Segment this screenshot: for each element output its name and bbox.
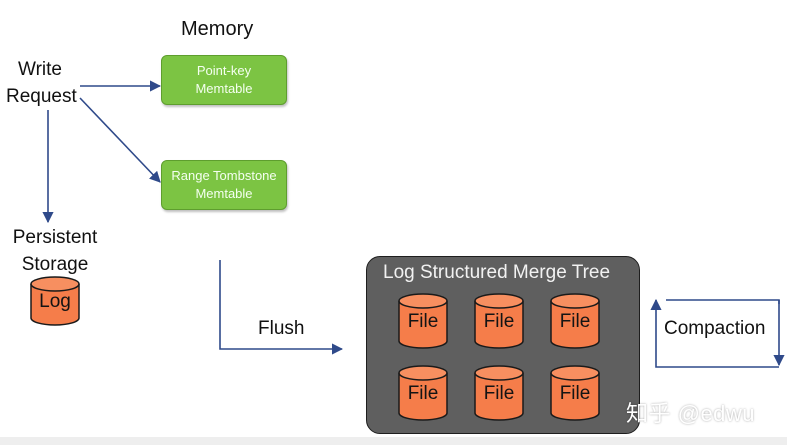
file-cylinder-icon xyxy=(550,293,600,349)
file-cylinder: File xyxy=(398,365,448,421)
lsm-tree-box: Log Structured Merge Tree File File File xyxy=(366,256,640,434)
file-label: File xyxy=(483,383,515,404)
file-cylinder-icon xyxy=(550,365,600,421)
compaction-arrow-up xyxy=(650,298,779,368)
memory-heading: Memory xyxy=(181,18,254,40)
file-cylinder-icon xyxy=(474,365,524,421)
file-cylinder: File xyxy=(550,293,600,349)
file-cylinder: File xyxy=(398,293,448,349)
write-request-label: Write Request xyxy=(6,56,77,110)
persistent-storage-label: Persistent Storage xyxy=(6,224,104,278)
file-cylinder-icon xyxy=(398,293,448,349)
bottom-strip xyxy=(0,437,787,445)
point-key-memtable-line-1: Point-key xyxy=(196,63,252,78)
flush-label: Flush xyxy=(258,318,305,339)
persistent-storage-line-1: Persistent xyxy=(12,227,98,248)
compaction-loop-top xyxy=(666,299,780,304)
point-key-memtable-line-2: Memtable xyxy=(195,81,253,96)
point-key-memtable-box: Point-key Memtable xyxy=(161,55,287,105)
file-cylinder: File xyxy=(474,365,524,421)
file-cylinder: File xyxy=(550,365,600,421)
range-tombstone-memtable-line-2: Memtable xyxy=(195,186,253,201)
log-label: Log xyxy=(39,291,71,312)
compaction-label: Compaction xyxy=(664,318,766,339)
range-tombstone-memtable-line-1: Range Tombstone xyxy=(171,168,277,183)
file-label: File xyxy=(559,311,591,332)
file-label: File xyxy=(407,383,439,404)
watermark: 知乎 @edwu xyxy=(626,401,756,426)
file-label: File xyxy=(559,383,591,404)
file-cylinder: File xyxy=(474,293,524,349)
file-label: File xyxy=(407,311,439,332)
log-cylinder-icon xyxy=(30,276,80,326)
write-request-line-1: Write xyxy=(18,59,62,80)
lsm-tree-title: Log Structured Merge Tree xyxy=(383,262,611,283)
log-cylinder: Log xyxy=(30,276,80,332)
range-tombstone-memtable-box: Range Tombstone Memtable xyxy=(161,160,287,210)
file-cylinder-icon xyxy=(398,365,448,421)
file-cylinder-icon xyxy=(474,293,524,349)
write-request-line-2: Request xyxy=(6,86,77,107)
file-label: File xyxy=(483,311,515,332)
flush-arrow xyxy=(219,260,344,355)
arrow-to-range-tombstone-memtable xyxy=(79,97,161,183)
persistent-storage-line-2: Storage xyxy=(21,254,89,275)
